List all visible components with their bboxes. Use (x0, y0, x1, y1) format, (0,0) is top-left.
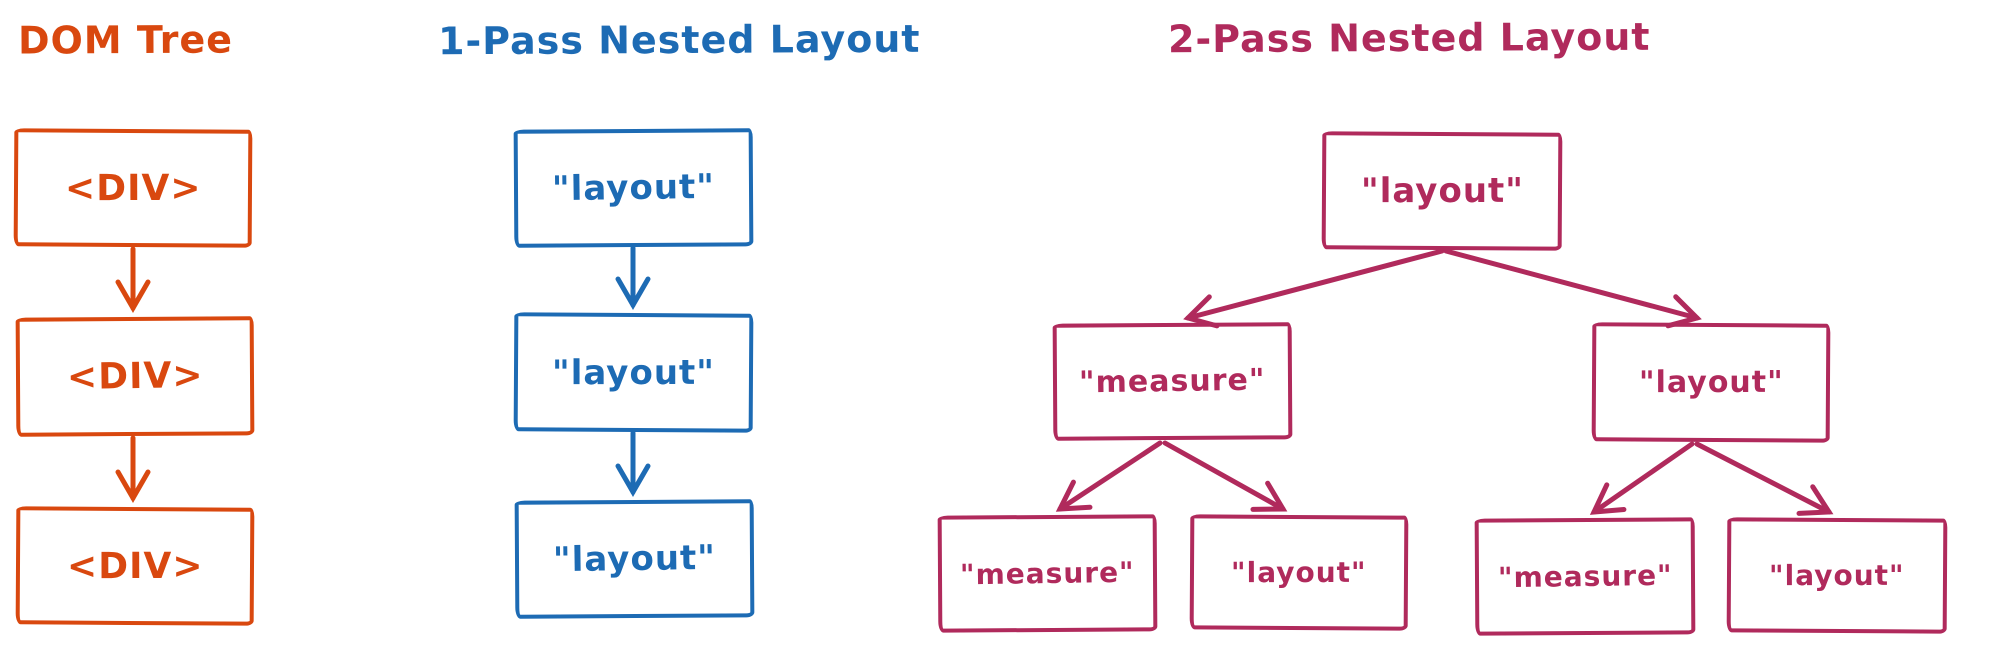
dom-node-1: <DIV> (13, 128, 253, 248)
two-pass-leaf-1: "measure" (937, 514, 1158, 633)
two-pass-root-label: "layout" (1360, 170, 1524, 212)
two-pass-leaf-3-label: "measure" (1497, 558, 1673, 595)
one-pass-node-2-label: "layout" (551, 352, 716, 393)
two-pass-leaf-3: "measure" (1474, 517, 1696, 636)
two-pass-leaf-4: "layout" (1726, 517, 1948, 634)
one-pass-node-3: "layout" (514, 499, 755, 619)
two-pass-root: "layout" (1321, 131, 1563, 251)
two-pass-layout-node: "layout" (1591, 322, 1831, 443)
arrow-two-measure-left (1055, 440, 1163, 512)
arrow-two-root-right (1443, 248, 1702, 329)
two-pass-measure-node-label: "measure" (1079, 362, 1266, 401)
two-pass-layout-node-label: "layout" (1638, 364, 1784, 401)
two-pass-title: 2-Pass Nested Layout (1167, 14, 1651, 62)
one-pass-node-2: "layout" (513, 312, 754, 433)
dom-node-1-label: <DIV> (64, 167, 202, 209)
arrow-two-root-left (1183, 248, 1445, 329)
dom-node-2-label: <DIV> (66, 354, 204, 399)
dom-tree-title: DOM Tree (17, 17, 234, 63)
two-pass-measure-node: "measure" (1052, 322, 1293, 441)
two-pass-leaf-4-label: "layout" (1769, 558, 1905, 593)
two-pass-leaf-1-label: "measure" (959, 555, 1136, 592)
one-pass-node-1-label: "layout" (551, 166, 716, 210)
two-pass-leaf-2-label: "layout" (1231, 555, 1367, 590)
one-pass-node-3-label: "layout" (552, 537, 717, 581)
arrow-two-measure-right (1162, 440, 1288, 512)
one-pass-title: 1-Pass Nested Layout (437, 16, 921, 64)
arrow-two-layout-left (1589, 441, 1695, 515)
dom-node-2: <DIV> (15, 316, 255, 437)
one-pass-node-1: "layout" (513, 128, 754, 248)
arrow-two-layout-right (1694, 441, 1834, 516)
dom-node-3: <DIV> (15, 506, 255, 626)
dom-node-3-label: <DIV> (66, 545, 204, 587)
two-pass-leaf-2: "layout" (1189, 514, 1409, 631)
